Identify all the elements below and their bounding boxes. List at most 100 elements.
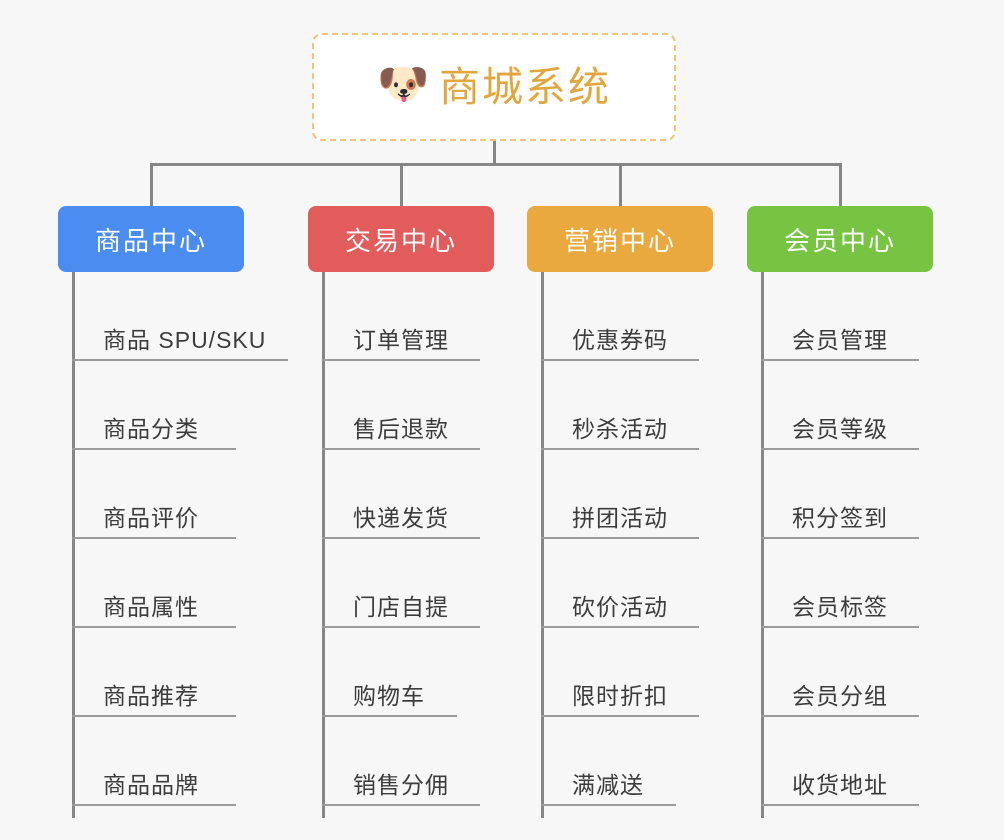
trunk-line-3 [541, 272, 544, 818]
leaf-underline [761, 626, 919, 628]
leaf-item[interactable]: 销售分佣 [322, 717, 480, 806]
branch-column-4: 会员中心 会员管理 会员等级 积分签到 会员标签 会员分组 [747, 206, 933, 818]
leaf-item[interactable]: 商品推荐 [72, 628, 266, 717]
leaf-label: 售后退款 [353, 416, 449, 442]
leaf-underline [72, 359, 288, 361]
horizontal-bus-line [150, 163, 840, 166]
drop-line-4 [839, 163, 842, 208]
leaf-label: 会员等级 [792, 416, 888, 442]
leaf-label: 秒杀活动 [572, 416, 668, 442]
root-title: 商城系统 [439, 63, 611, 110]
branch-column-2: 交易中心 订单管理 售后退款 快递发货 门店自提 购物车 [308, 206, 494, 818]
leaf-item[interactable]: 售后退款 [322, 361, 480, 450]
leaf-item[interactable]: 商品评价 [72, 450, 266, 539]
category-header-4[interactable]: 会员中心 [747, 206, 933, 272]
leaf-underline [761, 715, 919, 717]
trunk-line-1 [72, 272, 75, 818]
branch-column-1: 商品中心 商品 SPU/SKU 商品分类 商品评价 商品属性 商品推荐 [58, 206, 288, 818]
root-node[interactable]: 🐶 商城系统 [312, 33, 676, 141]
leaf-label: 门店自提 [353, 594, 449, 620]
leaf-underline [541, 448, 699, 450]
leaf-item[interactable]: 商品 SPU/SKU [72, 272, 288, 361]
category-header-2[interactable]: 交易中心 [308, 206, 494, 272]
leaf-label: 销售分佣 [353, 772, 449, 798]
leaf-underline [541, 804, 676, 806]
leaf-item[interactable]: 砍价活动 [541, 539, 699, 628]
leaf-item[interactable]: 会员管理 [761, 272, 919, 361]
leaf-item[interactable]: 优惠券码 [541, 272, 699, 361]
category-label-2: 交易中心 [344, 225, 457, 256]
leaf-underline [322, 626, 480, 628]
leaf-label: 商品 SPU/SKU [103, 327, 267, 353]
leaf-underline [761, 804, 919, 806]
leaf-item[interactable]: 会员等级 [761, 361, 919, 450]
leaf-item[interactable]: 限时折扣 [541, 628, 699, 717]
leaf-item[interactable]: 门店自提 [322, 539, 480, 628]
leaf-underline [72, 448, 236, 450]
trunk-line-2 [322, 272, 325, 818]
branch-column-3: 营销中心 优惠券码 秒杀活动 拼团活动 砍价活动 限时折扣 [527, 206, 713, 818]
leaf-underline [322, 804, 480, 806]
leaf-underline [541, 715, 699, 717]
leaf-underline [761, 448, 919, 450]
leaf-underline [761, 359, 919, 361]
leaf-item[interactable]: 订单管理 [322, 272, 480, 361]
leaf-item[interactable]: 购物车 [322, 628, 457, 717]
leaf-underline [761, 537, 919, 539]
leaf-item[interactable]: 收货地址 [761, 717, 919, 806]
leaf-underline [72, 537, 236, 539]
leaf-label: 会员管理 [792, 327, 888, 353]
leaf-label: 会员标签 [792, 594, 888, 620]
leaf-item[interactable]: 商品分类 [72, 361, 266, 450]
leaf-underline [541, 537, 699, 539]
drop-line-2 [400, 163, 403, 208]
root-stem-line [493, 141, 496, 166]
leaf-item[interactable]: 商品品牌 [72, 717, 266, 806]
leaf-label: 会员分组 [792, 683, 888, 709]
leaf-list-2: 订单管理 售后退款 快递发货 门店自提 购物车 销售分佣 [322, 272, 480, 806]
leaf-item[interactable]: 拼团活动 [541, 450, 699, 539]
leaf-underline [72, 626, 236, 628]
leaf-underline [72, 715, 236, 717]
leaf-underline [322, 448, 480, 450]
leaf-label: 商品属性 [103, 594, 199, 620]
leaf-list-4: 会员管理 会员等级 积分签到 会员标签 会员分组 收货地址 [761, 272, 919, 806]
leaf-underline [322, 359, 480, 361]
leaf-item[interactable]: 秒杀活动 [541, 361, 699, 450]
category-header-1[interactable]: 商品中心 [58, 206, 244, 272]
category-label-4: 会员中心 [783, 225, 896, 256]
leaf-list-3: 优惠券码 秒杀活动 拼团活动 砍价活动 限时折扣 满减送 [541, 272, 699, 806]
leaf-item[interactable]: 满减送 [541, 717, 676, 806]
leaf-label: 收货地址 [792, 772, 888, 798]
leaf-item[interactable]: 会员标签 [761, 539, 919, 628]
leaf-label: 拼团活动 [572, 505, 668, 531]
leaf-label: 商品推荐 [103, 683, 199, 709]
leaf-label: 购物车 [353, 683, 425, 709]
category-label-1: 商品中心 [94, 225, 207, 256]
dog-face-icon: 🐶 [377, 60, 430, 107]
leaf-underline [541, 359, 699, 361]
leaf-item[interactable]: 积分签到 [761, 450, 919, 539]
leaf-list-1: 商品 SPU/SKU 商品分类 商品评价 商品属性 商品推荐 商品品牌 [72, 272, 288, 806]
trunk-line-4 [761, 272, 764, 818]
leaf-underline [322, 715, 457, 717]
leaf-label: 商品分类 [103, 416, 199, 442]
category-header-3[interactable]: 营销中心 [527, 206, 713, 272]
leaf-label: 积分签到 [792, 505, 888, 531]
leaf-label: 限时折扣 [572, 683, 668, 709]
leaf-label: 满减送 [572, 772, 644, 798]
leaf-item[interactable]: 快递发货 [322, 450, 480, 539]
leaf-label: 商品品牌 [103, 772, 199, 798]
leaf-underline [72, 804, 236, 806]
leaf-label: 优惠券码 [572, 327, 668, 353]
drop-line-1 [150, 163, 153, 208]
leaf-item[interactable]: 商品属性 [72, 539, 266, 628]
leaf-item[interactable]: 会员分组 [761, 628, 919, 717]
leaf-underline [322, 537, 480, 539]
leaf-underline [541, 626, 699, 628]
leaf-label: 订单管理 [353, 327, 449, 353]
drop-line-3 [619, 163, 622, 208]
leaf-label: 商品评价 [103, 505, 199, 531]
leaf-label: 砍价活动 [572, 594, 668, 620]
